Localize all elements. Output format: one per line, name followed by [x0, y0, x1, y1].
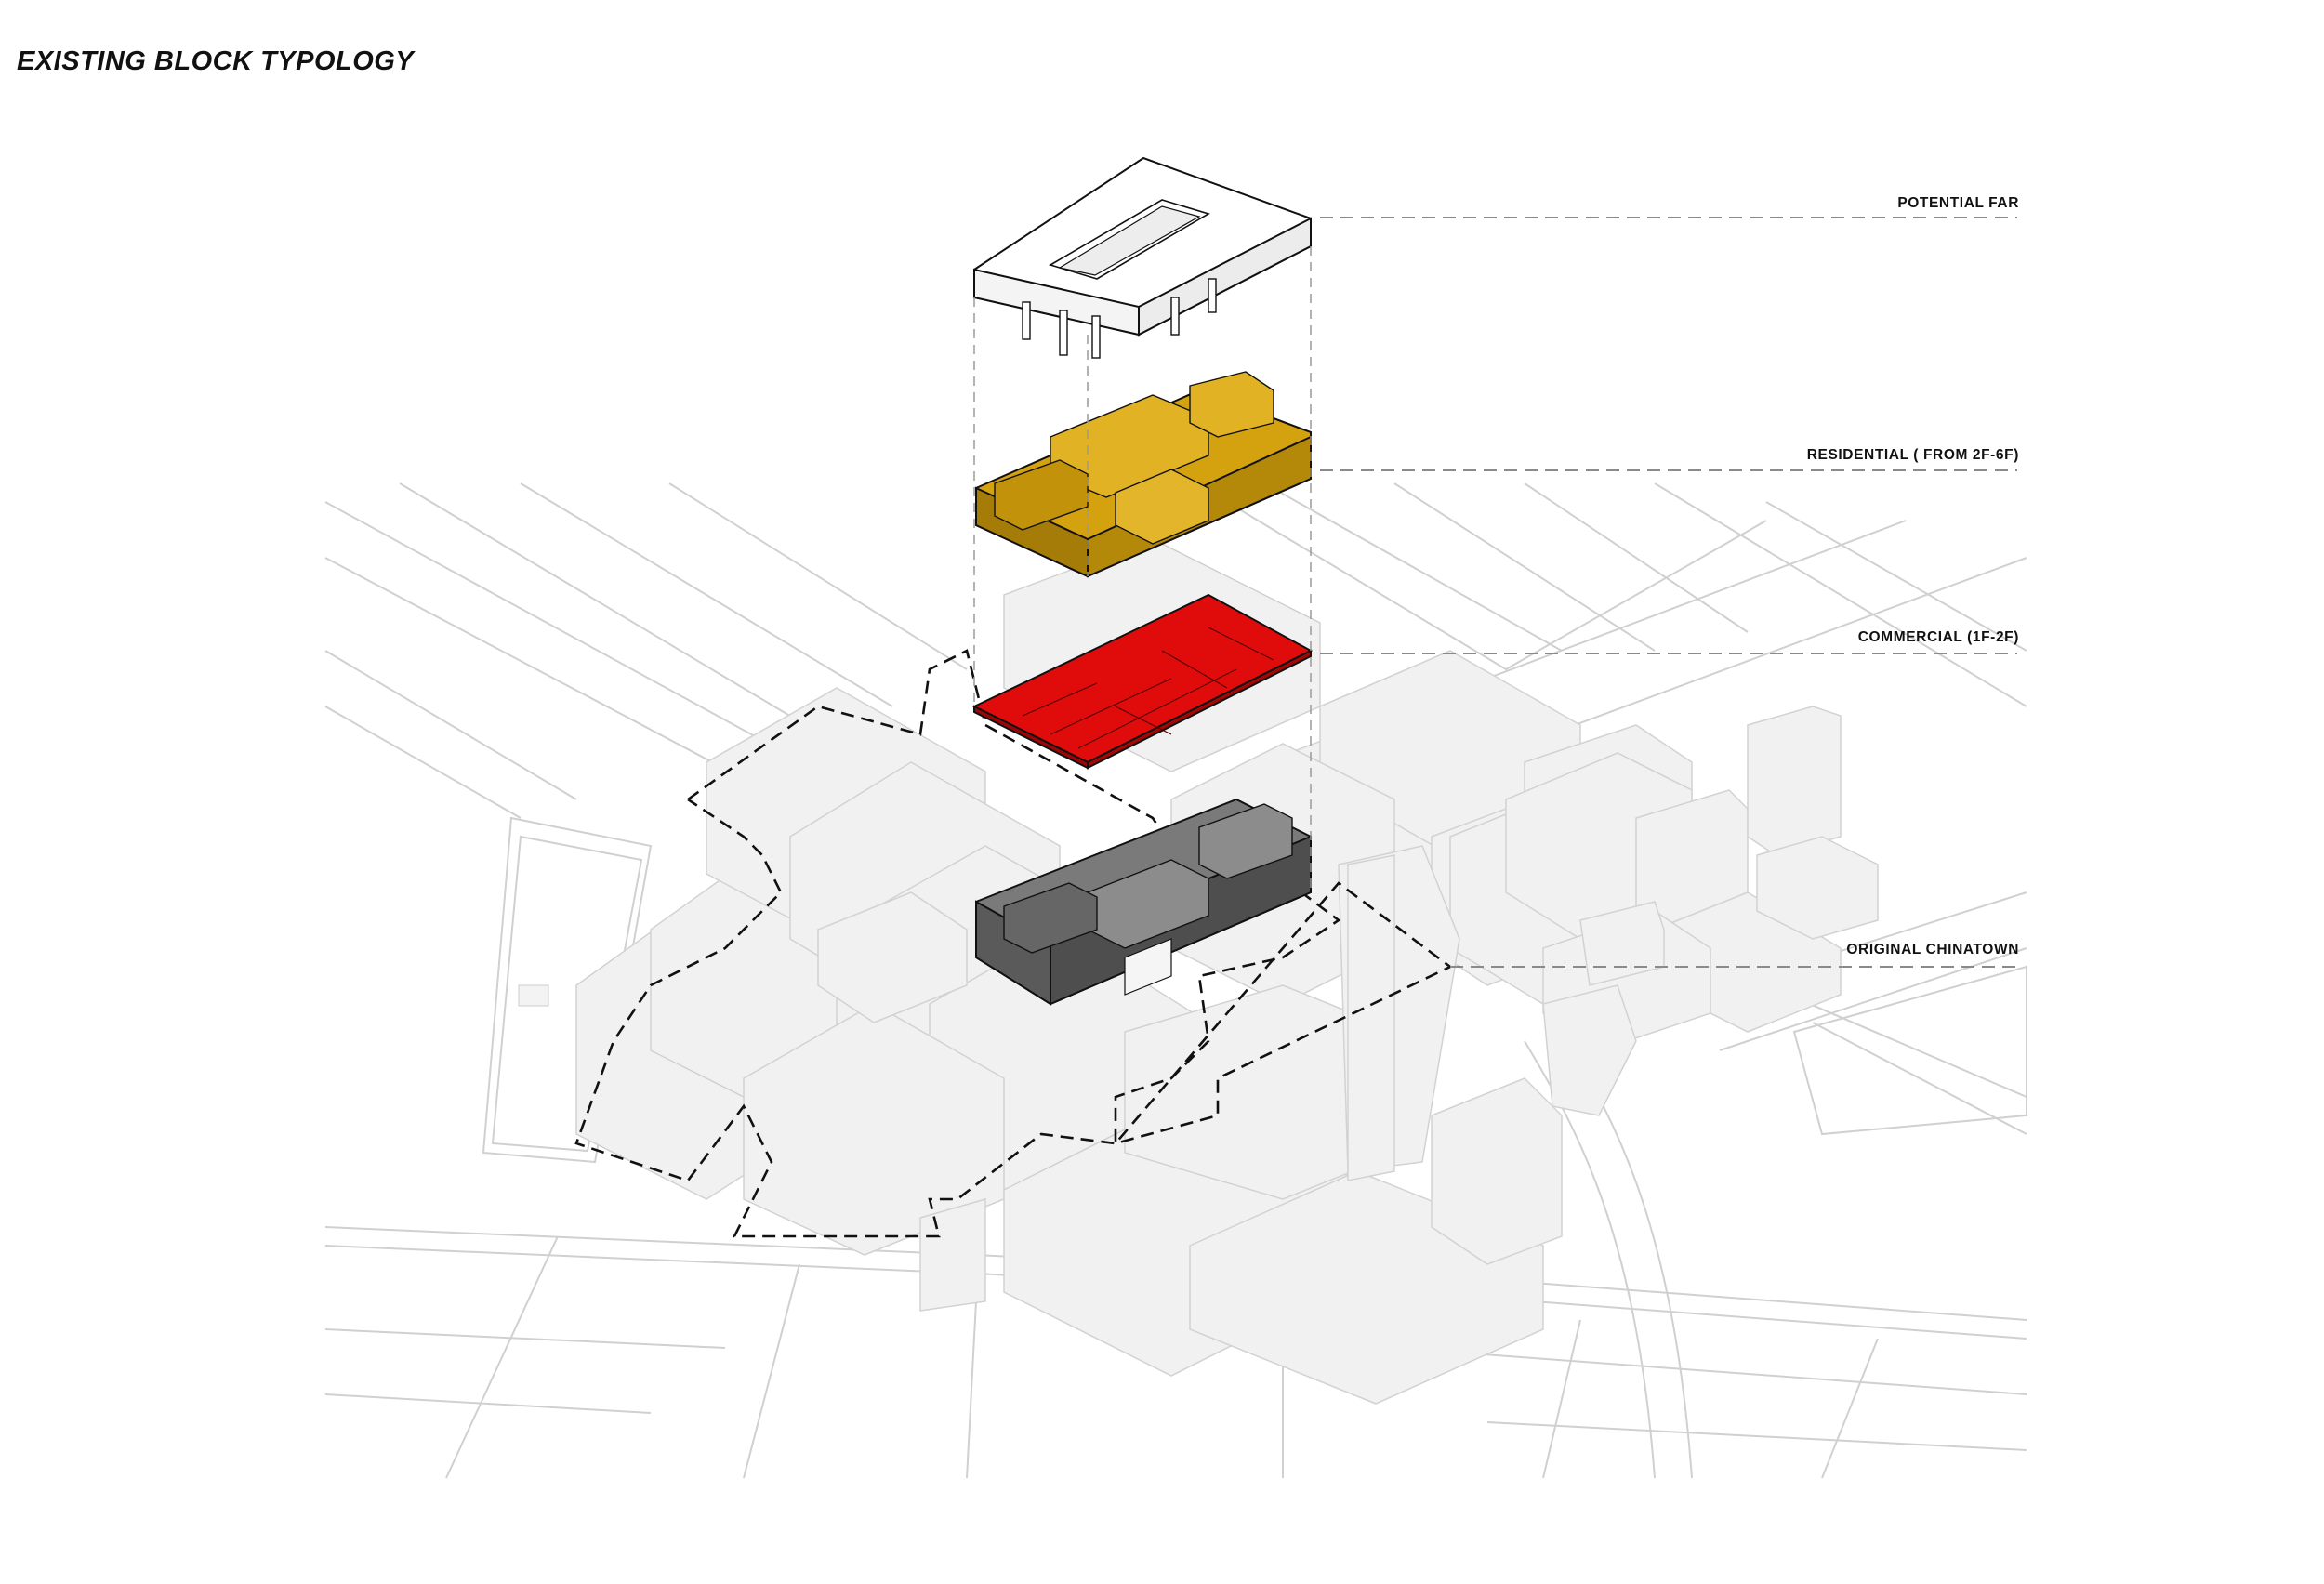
label-potential-far: POTENTIAL FAR — [1897, 195, 2019, 211]
page-title: EXISTING BLOCK TYPOLOGY — [17, 46, 415, 76]
street-network — [324, 482, 2027, 1479]
original-chinatown-block — [975, 798, 1312, 1006]
label-residential: RESIDENTIAL ( FROM 2F-6F) — [1806, 447, 2019, 463]
projection-lines — [973, 246, 1312, 892]
commercial-layer — [971, 593, 1314, 770]
label-original-chinatown: ORIGINAL CHINATOWN — [1846, 942, 2019, 957]
label-commercial: COMMERCIAL (1F-2F) — [1857, 629, 2019, 645]
leader-lines — [1320, 217, 2017, 968]
residential-layer — [975, 371, 1312, 578]
potential-far-layer — [973, 156, 1312, 359]
